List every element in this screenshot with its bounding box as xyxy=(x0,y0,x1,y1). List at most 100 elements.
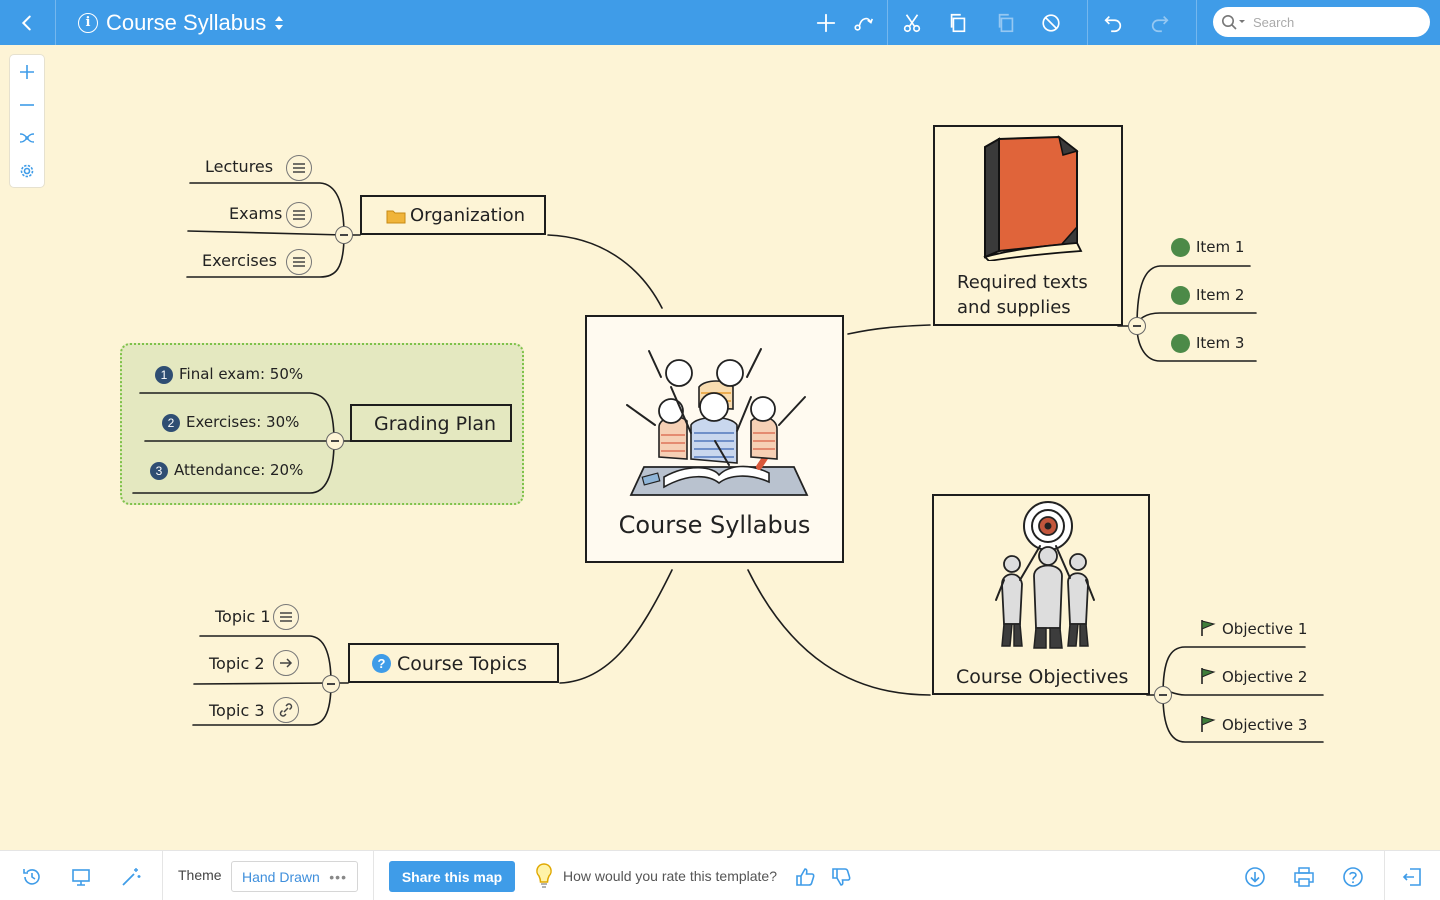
map-layout-icon xyxy=(19,132,35,143)
copy-button[interactable] xyxy=(942,7,974,39)
exit-editor-button[interactable] xyxy=(1398,863,1426,891)
chevron-left-icon xyxy=(21,15,31,31)
redo-button[interactable] xyxy=(1144,7,1176,39)
add-relation-button[interactable] xyxy=(848,7,880,39)
back-button[interactable] xyxy=(11,7,43,39)
zoom-in-button[interactable] xyxy=(10,55,44,88)
item-1[interactable]: Item 1 xyxy=(1171,238,1244,257)
thumbs-down-icon xyxy=(832,868,851,886)
required-texts-topic[interactable]: Required texts and supplies xyxy=(933,125,1123,326)
search-input[interactable] xyxy=(1253,14,1413,30)
organization-topic[interactable]: Organization xyxy=(360,195,546,235)
undo-button[interactable] xyxy=(1097,7,1129,39)
fit-map-button[interactable] xyxy=(10,121,44,154)
topic-3[interactable]: Topic 3 xyxy=(209,701,265,720)
rate-template-question: How would you rate this template? xyxy=(563,868,777,884)
item-2[interactable]: Item 2 xyxy=(1171,286,1244,305)
course-objectives-topic[interactable]: Course Objectives xyxy=(932,494,1150,695)
share-map-button[interactable]: Share this map xyxy=(389,861,515,892)
root-topic[interactable]: Course Syllabus xyxy=(585,315,844,563)
required-texts-collapse-button[interactable] xyxy=(1128,317,1146,335)
print-button[interactable] xyxy=(1290,863,1318,891)
mind-map-canvas[interactable]: Course Syllabus Organization Lectures Ex… xyxy=(0,45,1440,850)
folder-icon xyxy=(386,210,406,224)
lectures-topic[interactable]: Lectures xyxy=(205,157,274,176)
history-button[interactable] xyxy=(18,863,46,891)
number-1-icon: 1 xyxy=(155,366,173,384)
search-icon[interactable] xyxy=(1221,14,1247,30)
item-3[interactable]: Item 3 xyxy=(1171,334,1244,353)
topic-1-notes-button[interactable] xyxy=(273,604,299,630)
presentation-button[interactable] xyxy=(67,863,95,891)
document-title[interactable]: i Course Syllabus xyxy=(78,0,284,45)
lectures-notes-button[interactable] xyxy=(286,155,312,181)
download-icon xyxy=(1245,867,1265,887)
top-toolbar: i Course Syllabus xyxy=(0,0,1440,45)
bottom-toolbar: Theme Hand Drawn ••• Share this map How … xyxy=(0,850,1440,900)
root-topic-label: Course Syllabus xyxy=(618,511,811,539)
exercises-notes-button[interactable] xyxy=(286,249,312,275)
plus-icon xyxy=(20,64,34,79)
topic-1[interactable]: Topic 1 xyxy=(215,607,271,626)
more-dots-icon: ••• xyxy=(329,868,347,885)
exercises-topic[interactable]: Exercises xyxy=(202,251,277,270)
history-icon xyxy=(23,869,40,885)
help-button[interactable] xyxy=(1339,863,1367,891)
arrow-right-icon xyxy=(280,658,293,668)
help-icon xyxy=(1343,867,1363,887)
number-2-icon: 2 xyxy=(162,414,180,432)
delete-button[interactable] xyxy=(1035,7,1067,39)
course-objectives-collapse-button[interactable] xyxy=(1154,686,1172,704)
organization-label: Organization xyxy=(410,205,526,226)
paste-icon xyxy=(998,13,1014,33)
gear-icon xyxy=(20,164,34,177)
topic-3-attachment-button[interactable] xyxy=(273,697,299,723)
exams-topic[interactable]: Exams xyxy=(229,204,283,223)
topic-2[interactable]: Topic 2 xyxy=(209,654,265,673)
prohibit-icon xyxy=(1042,14,1060,32)
scissors-icon xyxy=(903,14,921,33)
course-topics-collapse-button[interactable] xyxy=(322,675,340,693)
presentation-icon xyxy=(72,869,90,886)
theme-select[interactable]: Hand Drawn ••• xyxy=(231,861,358,892)
exams-notes-button[interactable] xyxy=(286,202,312,228)
cut-button[interactable] xyxy=(896,7,928,39)
paste-button[interactable] xyxy=(990,7,1022,39)
grading-plan-topic[interactable]: Grading Plan xyxy=(350,404,512,442)
topic-2-link-button[interactable] xyxy=(273,650,299,676)
objective-1[interactable]: Objective 1 xyxy=(1200,619,1307,638)
relation-icon xyxy=(854,17,874,31)
zoom-out-button[interactable] xyxy=(10,88,44,121)
theme-select-value: Hand Drawn xyxy=(242,868,320,885)
minus-icon xyxy=(20,103,34,106)
thumbs-up-button[interactable] xyxy=(791,863,819,891)
copy-icon xyxy=(950,13,966,33)
objective-2[interactable]: Objective 2 xyxy=(1200,667,1307,686)
redo-icon xyxy=(1151,15,1169,33)
plus-icon xyxy=(816,13,836,33)
lightbulb-icon xyxy=(536,863,552,888)
add-topic-button[interactable] xyxy=(810,7,842,39)
download-button[interactable] xyxy=(1241,863,1269,891)
notes-icon xyxy=(280,612,292,622)
course-topics-label: Course Topics xyxy=(397,653,528,675)
magic-wand-button[interactable] xyxy=(117,863,145,891)
flag-icon xyxy=(1201,620,1216,636)
theme-label: Theme xyxy=(178,867,222,883)
grading-plan-collapse-button[interactable] xyxy=(326,432,344,450)
organization-collapse-button[interactable] xyxy=(335,226,353,244)
book-illustration xyxy=(983,135,1083,261)
magic-wand-icon xyxy=(122,868,141,886)
info-icon[interactable]: i xyxy=(78,12,98,33)
course-topics-topic[interactable]: ?Course Topics xyxy=(348,643,559,683)
thumbs-up-icon xyxy=(796,868,815,886)
objective-3[interactable]: Objective 3 xyxy=(1200,715,1307,734)
notes-icon xyxy=(293,210,305,220)
thumbs-down-button[interactable] xyxy=(827,863,855,891)
flag-icon xyxy=(1201,668,1216,684)
settings-button[interactable] xyxy=(10,154,44,187)
search-box[interactable] xyxy=(1213,7,1430,37)
